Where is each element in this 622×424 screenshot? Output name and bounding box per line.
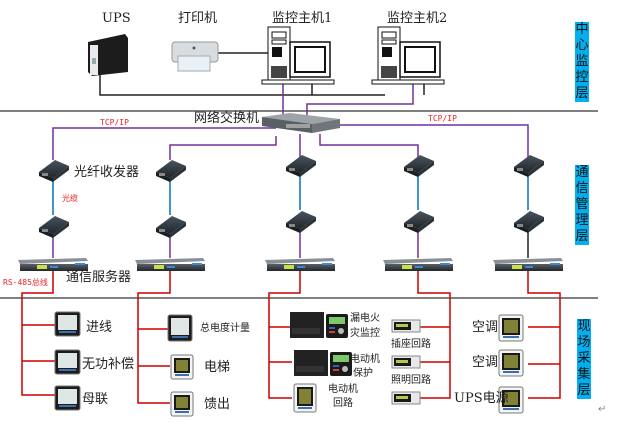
- power-meter-icon: [170, 354, 194, 380]
- field-label-incoming: 进线: [86, 320, 113, 335]
- din-meter-icon: [391, 391, 421, 405]
- field-meters: [54, 311, 524, 417]
- comm-servers: [18, 258, 563, 271]
- server-label: 通信服务器: [66, 270, 132, 285]
- layer-label-field: 现场采集层: [577, 319, 591, 399]
- power-meter-icon: [498, 386, 524, 414]
- field-label-ac2: 空调: [472, 355, 499, 370]
- fiber-transceiver-icon: [39, 216, 69, 238]
- tcpip-label-right: TCP/IP: [428, 114, 457, 123]
- din-meter-icon: [391, 319, 421, 333]
- fiber-transceiver-icon: [514, 211, 544, 233]
- field-label-lighting: 照明回路: [391, 375, 431, 386]
- host2-icon: [371, 26, 445, 85]
- eth-ch2: [169, 136, 277, 160]
- rs485-label: RS-485总线: [3, 278, 48, 287]
- fiber-transceiver-icon: [286, 155, 316, 177]
- comm-server-icon: [265, 258, 335, 271]
- controller-module-icon: [294, 350, 352, 376]
- layer-label-center: 中心监控层: [575, 22, 589, 102]
- power-meter-icon: [167, 314, 193, 342]
- field-label-motor-circuit-b: 回路: [333, 398, 353, 409]
- fiber-transceiver-icon: [404, 155, 434, 177]
- ethernet-links: [52, 84, 529, 258]
- field-label-buscoupler: 母联: [82, 392, 109, 407]
- controller-module-icon: [290, 312, 348, 338]
- power-meter-icon: [498, 349, 524, 377]
- field-label-leakage-a: 漏电火: [350, 313, 380, 324]
- field-label-motor-protect-a: 电动机: [350, 354, 380, 365]
- comm-server-icon: [18, 258, 88, 271]
- fiber-transceiver-icon: [286, 211, 316, 233]
- printer-icon: [171, 41, 219, 72]
- tcpip-label-left: TCP/IP: [100, 118, 129, 127]
- host1-icon: [261, 26, 335, 85]
- layer-label-comm: 通信管理层: [575, 165, 589, 245]
- ups-icon: [88, 34, 128, 76]
- comm-server-icon: [383, 258, 453, 271]
- power-meter-icon: [170, 391, 194, 417]
- fiber-transceiver-icon: [404, 211, 434, 233]
- transceiver-label: 光纤收发器: [74, 165, 140, 180]
- ups-label: UPS: [102, 11, 131, 26]
- printer-label: 打印机: [178, 11, 218, 26]
- comm-server-icon: [135, 258, 205, 271]
- power-meter-icon: [54, 311, 81, 337]
- host1-label: 监控主机1: [272, 11, 333, 26]
- ups-link: [99, 72, 385, 96]
- comm-server-icon: [493, 258, 563, 271]
- power-meter-icon: [293, 383, 317, 413]
- transceivers: [39, 155, 544, 238]
- field-label-motor-circuit-a: 电动机: [328, 384, 358, 395]
- field-label-motor-protect-b: 保护: [353, 368, 373, 379]
- din-meter-icon: [391, 355, 421, 369]
- eth-host2: [306, 84, 414, 117]
- field-label-ac1: 空调: [472, 320, 499, 335]
- fiber-links: [52, 176, 529, 215]
- fiber-transceiver-icon: [156, 160, 186, 182]
- field-label-leakage-b: 灾监控: [350, 328, 380, 339]
- fiber-transceiver-icon: [39, 160, 69, 182]
- field-label-reactive: 无功补偿: [82, 357, 135, 372]
- rs485-links: [21, 271, 561, 404]
- field-label-feeder: 馈出: [204, 397, 231, 412]
- switch-label: 网络交换机: [194, 111, 260, 126]
- field-label-elevator: 电梯: [204, 360, 231, 375]
- fiber-transceiver-icon: [514, 155, 544, 177]
- network-switch-icon: [262, 113, 340, 133]
- eth-ch1: [52, 127, 276, 160]
- host2-label: 监控主机2: [387, 11, 448, 26]
- power-meter-icon: [498, 314, 524, 342]
- field-label-ups-power: UPS电源: [454, 391, 509, 406]
- field-label-socket: 插座回路: [391, 339, 431, 350]
- paragraph-mark-icon: ↵: [598, 404, 607, 415]
- fiber-transceiver-icon: [156, 216, 186, 238]
- power-meter-icon: [54, 349, 81, 375]
- power-meter-icon: [54, 385, 81, 411]
- field-label-total-meter: 总电度计量: [200, 323, 250, 334]
- eth-ch5: [335, 124, 529, 160]
- eth-ch4: [319, 134, 419, 160]
- fiber-label: 光缆: [62, 194, 78, 203]
